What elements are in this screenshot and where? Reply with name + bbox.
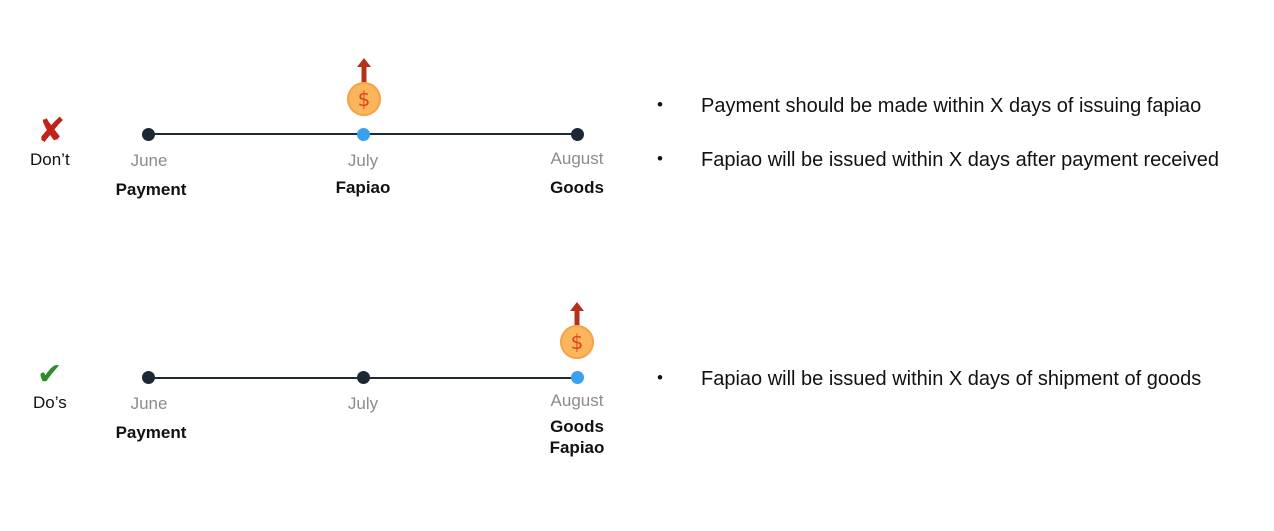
dos-month-june: June — [130, 394, 168, 413]
dos-point-june-dot — [142, 371, 155, 384]
dos-event-goods: Goods — [550, 417, 604, 436]
dollar-coin-icon: $ — [560, 325, 594, 359]
dont-point-august-dot — [571, 128, 584, 141]
dont-month-june: June — [130, 151, 168, 170]
dont-note-1: Payment should be made within X days of … — [701, 95, 1202, 117]
dos-point-august-dot — [571, 371, 584, 384]
cross-icon: ✘ — [37, 111, 66, 151]
dos-month-august: August — [550, 391, 604, 410]
dos-label: Do’s — [33, 393, 67, 412]
coin-symbol: $ — [357, 87, 371, 111]
dos-point-july-dot — [357, 371, 370, 384]
dont-point-july-dot — [357, 128, 370, 141]
dollar-coin-icon: $ — [347, 82, 381, 116]
dos-event-fapiao: Fapiao — [549, 438, 605, 457]
dont-point-june-dot — [142, 128, 155, 141]
up-arrow-icon — [570, 302, 584, 328]
bullet-marker: • — [657, 149, 663, 168]
dont-event-payment: Payment — [115, 180, 187, 199]
dont-note-2: Fapiao will be issued within X days afte… — [701, 149, 1220, 171]
coin-symbol: $ — [570, 330, 584, 354]
dont-label: Don’t — [30, 150, 70, 169]
dos-month-july: July — [347, 394, 379, 413]
dos-note-1: Fapiao will be issued within X days of s… — [701, 368, 1202, 390]
bullet-marker: • — [657, 368, 663, 387]
dont-month-august: August — [550, 149, 604, 168]
dont-event-fapiao: Fapiao — [335, 178, 391, 197]
up-arrow-icon — [357, 58, 371, 84]
bullet-marker: • — [657, 95, 663, 114]
dos-event-payment: Payment — [115, 423, 187, 442]
dont-event-goods: Goods — [550, 178, 604, 197]
check-icon: ✔ — [37, 357, 63, 392]
dont-month-july: July — [347, 151, 379, 170]
